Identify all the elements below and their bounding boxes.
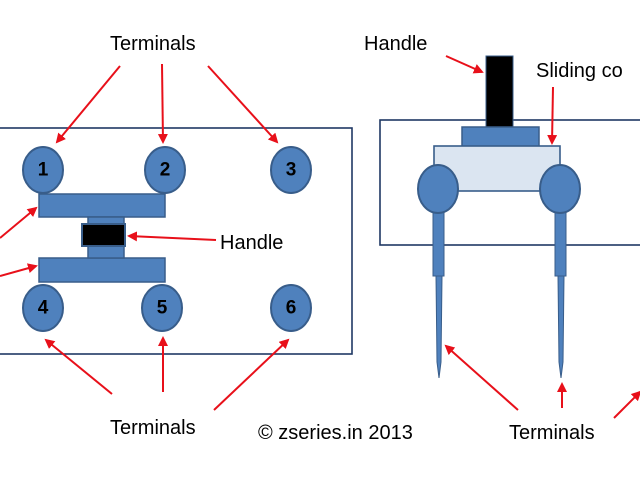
arrow-to-lower-bar xyxy=(0,263,38,277)
arrow-to-handle-right xyxy=(445,55,484,74)
copyright-notice: © zseries.in 2013 xyxy=(258,422,413,444)
lower-contact-bar xyxy=(38,257,166,283)
handle-label-right: Handle xyxy=(364,33,427,55)
pin-left-lower xyxy=(435,275,443,379)
terminals-label-top: Terminals xyxy=(110,33,196,55)
terminal-number-4: 4 xyxy=(38,298,49,319)
arrow-to-terminal-4 xyxy=(44,338,113,395)
pin-left-terminal xyxy=(417,164,459,214)
right-switch-outline xyxy=(379,119,640,246)
arrow-to-terminal-2 xyxy=(157,63,168,144)
slide-handle-left xyxy=(81,223,126,247)
arrow-to-left-pin xyxy=(444,344,519,411)
left-switch-top-view: 1 2 3 4 5 6 Terminals Handle Terminals xyxy=(0,33,353,439)
right-switch-side-view: Handle Sliding co Terminals xyxy=(364,33,640,444)
handle-base xyxy=(461,126,540,148)
terminal-5 xyxy=(141,284,183,332)
terminal-number-1: 1 xyxy=(38,160,49,181)
terminal-number-3: 3 xyxy=(286,160,297,181)
sliding-contact-label: Sliding co xyxy=(536,60,623,82)
terminal-number-2: 2 xyxy=(160,160,171,181)
left-switch-outline xyxy=(0,127,353,355)
arrow-to-upper-bar xyxy=(0,206,38,239)
terminal-number-6: 6 xyxy=(286,298,297,319)
arrow-to-sliding-contact xyxy=(547,86,558,145)
terminal-number-5: 5 xyxy=(157,298,168,319)
terminal-2 xyxy=(144,146,186,194)
terminals-label-bottom: Terminals xyxy=(110,417,196,439)
arrow-to-terminal-3 xyxy=(207,65,279,144)
terminal-4 xyxy=(22,284,64,332)
pin-right-upper xyxy=(554,205,567,277)
arrow-to-offscreen-pin xyxy=(613,390,640,419)
terminals-label-right: Terminals xyxy=(509,422,595,444)
pin-right-lower xyxy=(557,275,565,379)
terminal-3 xyxy=(270,146,312,194)
pin-right-terminal xyxy=(539,164,581,214)
handle-label-left: Handle xyxy=(220,232,283,254)
arrow-to-handle-left xyxy=(127,231,217,242)
terminal-6 xyxy=(270,284,312,332)
arrow-to-terminal-6 xyxy=(213,338,290,411)
arrow-to-terminal-1 xyxy=(55,65,121,144)
terminal-1 xyxy=(22,146,64,194)
slide-handle-right xyxy=(485,55,514,129)
upper-contact-bar xyxy=(38,193,166,218)
pin-left-upper xyxy=(432,205,445,277)
